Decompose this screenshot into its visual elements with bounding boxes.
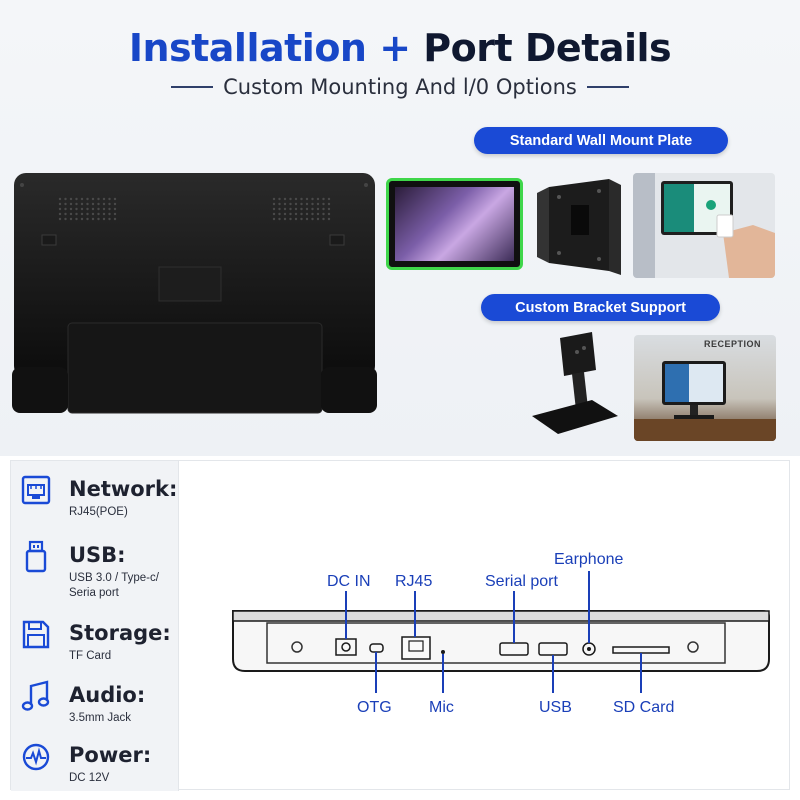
port-label-earphone: Earphone [554, 551, 624, 568]
power-pulse-icon [22, 743, 50, 771]
spec-network: Network: RJ45(POE) [21, 467, 181, 525]
page-title: Installation + Port Details [0, 26, 800, 70]
port-label-serial: Serial port [485, 573, 558, 590]
floppy-disk-icon [22, 620, 50, 649]
spec-value: RJ45(POE) [69, 506, 128, 518]
page-subtitle: Custom Mounting And l/0 Options [223, 75, 577, 99]
spec-label: Audio: [69, 683, 146, 707]
title-part-port-details: Port Details [423, 26, 672, 70]
port-diagram: DC IN RJ45 Serial port Earphone OTG Mic … [189, 461, 789, 791]
spec-power: Power: DC 12V [21, 733, 181, 791]
spec-list: Network: RJ45(POE) USB: USB 3.0 / Type-c… [11, 461, 179, 791]
reception-usage-thumbnail: RECEPTION [634, 335, 776, 441]
reception-sign: RECEPTION [704, 339, 762, 349]
subtitle-row: Custom Mounting And l/0 Options [0, 72, 800, 102]
device-back-panel-image [12, 173, 377, 414]
port-label-dc-in: DC IN [327, 573, 371, 590]
spec-label: Power: [69, 743, 152, 767]
port-label-usb: USB [539, 699, 572, 716]
port-label-otg: OTG [357, 699, 392, 716]
spec-value: 3.5mm Jack [69, 712, 131, 724]
spec-value: DC 12V [69, 772, 110, 784]
port-label-mic: Mic [429, 699, 454, 716]
music-note-icon [21, 680, 50, 711]
spec-audio: Audio: 3.5mm Jack [21, 673, 181, 731]
spec-label: Storage: [69, 621, 171, 645]
reception-scene [634, 361, 776, 441]
port-label-sd-card: SD Card [613, 699, 675, 716]
subtitle-rule-right [586, 86, 629, 88]
spec-storage: Storage: TF Card [21, 611, 181, 669]
spec-value: TF Card [69, 650, 112, 662]
desk-stand-thumbnail [532, 332, 618, 434]
subtitle-rule-left [171, 86, 214, 88]
wall-mount-plate-pill: Standard Wall Mount Plate [474, 127, 728, 154]
spec-label: USB: [69, 543, 126, 567]
wall-mount-usage-thumbnail [633, 173, 775, 278]
usb-icon [25, 540, 47, 573]
wall-plate-thumbnail [537, 179, 621, 275]
port-label-rj45: RJ45 [395, 573, 433, 590]
perfume-ad-image [395, 187, 514, 261]
device-bottom-edge-drawing [232, 571, 770, 693]
spec-usb: USB: USB 3.0 / Type-c/ Seria port [21, 533, 181, 599]
custom-bracket-pill: Custom Bracket Support [481, 294, 720, 321]
port-details-panel: Network: RJ45(POE) USB: USB 3.0 / Type-c… [10, 460, 790, 791]
spec-value: USB 3.0 / Type-c/ Seria port [69, 572, 159, 599]
title-part-installation: Installation + [128, 26, 411, 70]
screen-front-thumbnail [386, 178, 523, 270]
ethernet-icon [21, 475, 51, 505]
spec-label: Network: [69, 477, 178, 501]
